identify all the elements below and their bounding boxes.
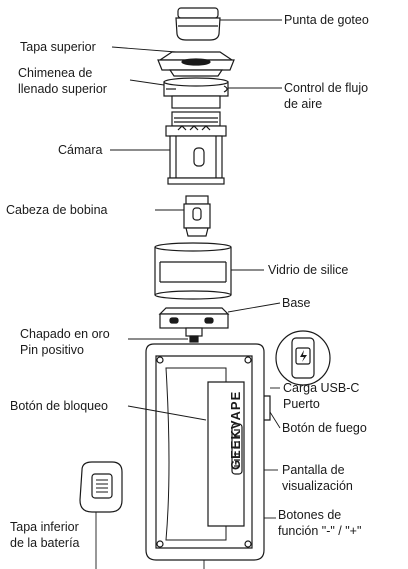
label-function-buttons-2: función "-" / "+" xyxy=(278,524,362,538)
label-usbc-2: Puerto xyxy=(283,397,320,411)
label-lock-button: Botón de bloqueo xyxy=(10,399,109,413)
usbc-port-detail xyxy=(275,330,331,386)
top-fill-chimney-part xyxy=(163,77,229,109)
chamber-part xyxy=(165,111,227,185)
label-gold-pin-1: Chapado en oro xyxy=(20,327,110,341)
device-brand-text: GEEKVAPE xyxy=(228,391,243,470)
label-chamber: Cámara xyxy=(58,143,103,157)
mod-body-part xyxy=(145,343,271,561)
leader-lines xyxy=(95,19,282,569)
drip-tip-part xyxy=(175,7,221,41)
label-display-2: visualización xyxy=(282,479,353,493)
label-airflow-control-2: de aire xyxy=(284,97,323,111)
coil-head-part xyxy=(183,195,211,237)
label-fire-button: Botón de fuego xyxy=(282,421,367,435)
label-top-fill-chimney-2: llenado superior xyxy=(18,82,107,96)
label-top-cap: Tapa superior xyxy=(20,40,96,54)
label-display-1: Pantalla de xyxy=(282,463,345,477)
top-cap-part xyxy=(157,51,235,77)
label-silica-glass: Vidrio de silice xyxy=(268,263,349,277)
label-battery-cap-1: Tapa inferior xyxy=(10,520,79,534)
label-coil-head: Cabeza de bobina xyxy=(6,203,108,217)
label-drip-tip: Punta de goteo xyxy=(284,13,369,27)
battery-cap-detail xyxy=(79,461,123,513)
label-top-fill-chimney-1: Chimenea de xyxy=(18,66,93,80)
base-part xyxy=(158,307,230,343)
label-usbc-1: Carga USB-C xyxy=(283,381,360,395)
label-base: Base xyxy=(282,296,311,310)
silica-glass-part xyxy=(154,242,232,300)
label-gold-pin-2: Pin positivo xyxy=(20,343,84,357)
label-airflow-control-1: Control de flujo xyxy=(284,81,369,95)
label-function-buttons-1: Botones de xyxy=(278,508,342,522)
label-battery-cap-2: de la batería xyxy=(10,536,80,550)
